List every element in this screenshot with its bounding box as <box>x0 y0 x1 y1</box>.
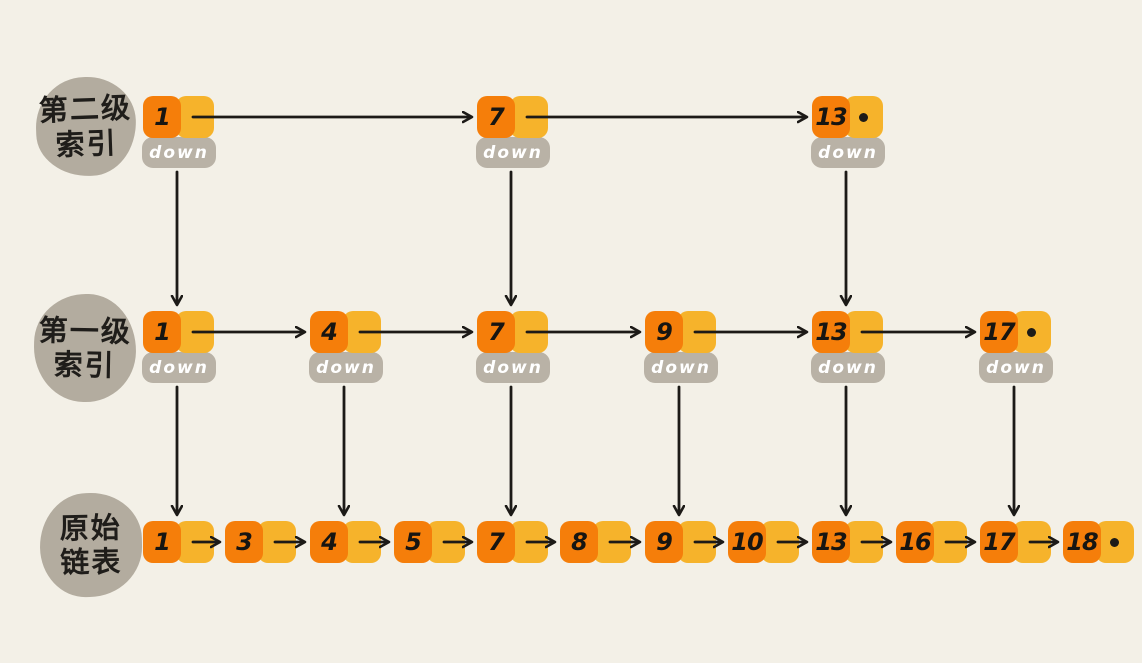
list-node-4: 4 <box>310 521 382 563</box>
node-value-cell: 7 <box>477 521 515 563</box>
node-pointer-cell <box>510 311 548 353</box>
level-label-text: 第一级 <box>38 312 133 349</box>
node-value-cell: 18 <box>1063 521 1101 563</box>
down-badge: down <box>644 352 718 383</box>
node-pointer-cell <box>761 521 799 563</box>
node-value-cell: 13 <box>812 311 850 353</box>
node-value-cell: 1 <box>143 521 181 563</box>
node-value-cell: 1 <box>143 311 181 353</box>
node-pointer-cell <box>510 96 548 138</box>
node-value-cell: 10 <box>728 521 766 563</box>
list-node-7: 7 <box>477 96 549 138</box>
list-node-10: 10 <box>728 521 800 563</box>
node-pointer-cell <box>258 521 296 563</box>
down-badge: down <box>811 352 885 383</box>
level-label-first-index: 第一级 索引 <box>33 293 137 403</box>
level-label-text: 原始 <box>59 510 122 546</box>
node-pointer-cell <box>343 311 381 353</box>
list-node-1: 1 <box>143 311 215 353</box>
null-pointer-dot <box>1110 538 1119 547</box>
node-value-cell: 13 <box>812 521 850 563</box>
list-node-3: 3 <box>225 521 297 563</box>
node-value-cell: 4 <box>310 521 348 563</box>
list-node-4: 4 <box>310 311 382 353</box>
list-node-7: 7 <box>477 521 549 563</box>
node-pointer-cell <box>678 521 716 563</box>
list-node-8: 8 <box>560 521 632 563</box>
node-value-cell: 8 <box>560 521 598 563</box>
node-pointer-cell <box>176 521 214 563</box>
down-badge: down <box>476 352 550 383</box>
node-value-cell: 4 <box>310 311 348 353</box>
node-value-cell: 7 <box>477 96 515 138</box>
list-node-13: 13 <box>812 311 884 353</box>
list-node-18: 18 <box>1063 521 1135 563</box>
node-pointer-cell <box>678 311 716 353</box>
down-badge: down <box>811 137 885 168</box>
down-badge: down <box>142 352 216 383</box>
level-label-text: 索引 <box>53 347 116 383</box>
node-value-cell: 5 <box>394 521 432 563</box>
node-pointer-cell <box>845 521 883 563</box>
node-value-cell: 17 <box>980 521 1018 563</box>
list-node-16: 16 <box>896 521 968 563</box>
level-label-second-index: 第二级 索引 <box>34 75 138 178</box>
node-value-cell: 17 <box>980 311 1018 353</box>
null-pointer-dot <box>1027 328 1036 337</box>
down-badge: down <box>309 352 383 383</box>
node-value-cell: 13 <box>812 96 850 138</box>
list-node-17: 17 <box>980 311 1052 353</box>
list-node-13: 13 <box>812 521 884 563</box>
down-badge: down <box>979 352 1053 383</box>
level-label-text: 索引 <box>55 125 119 162</box>
node-pointer-cell <box>929 521 967 563</box>
list-node-7: 7 <box>477 311 549 353</box>
node-pointer-cell <box>176 311 214 353</box>
level-label-text: 第二级 <box>38 90 133 128</box>
node-value-cell: 9 <box>645 521 683 563</box>
down-badge: down <box>142 137 216 168</box>
node-pointer-cell <box>845 311 883 353</box>
list-node-5: 5 <box>394 521 466 563</box>
node-pointer-cell <box>1013 521 1051 563</box>
node-pointer-cell <box>343 521 381 563</box>
node-pointer-cell <box>427 521 465 563</box>
node-value-cell: 16 <box>896 521 934 563</box>
node-pointer-cell <box>510 521 548 563</box>
down-badge: down <box>476 137 550 168</box>
list-node-13: 13 <box>812 96 884 138</box>
null-pointer-dot <box>859 113 868 122</box>
node-value-cell: 9 <box>645 311 683 353</box>
node-value-cell: 1 <box>143 96 181 138</box>
node-pointer-cell <box>176 96 214 138</box>
node-value-cell: 3 <box>225 521 263 563</box>
list-node-9: 9 <box>645 311 717 353</box>
level-label-text: 链表 <box>59 544 123 580</box>
level-label-original-list: 原始 链表 <box>39 492 143 598</box>
list-node-9: 9 <box>645 521 717 563</box>
list-node-1: 1 <box>143 521 215 563</box>
list-node-1: 1 <box>143 96 215 138</box>
list-node-17: 17 <box>980 521 1052 563</box>
node-value-cell: 7 <box>477 311 515 353</box>
node-pointer-cell <box>593 521 631 563</box>
